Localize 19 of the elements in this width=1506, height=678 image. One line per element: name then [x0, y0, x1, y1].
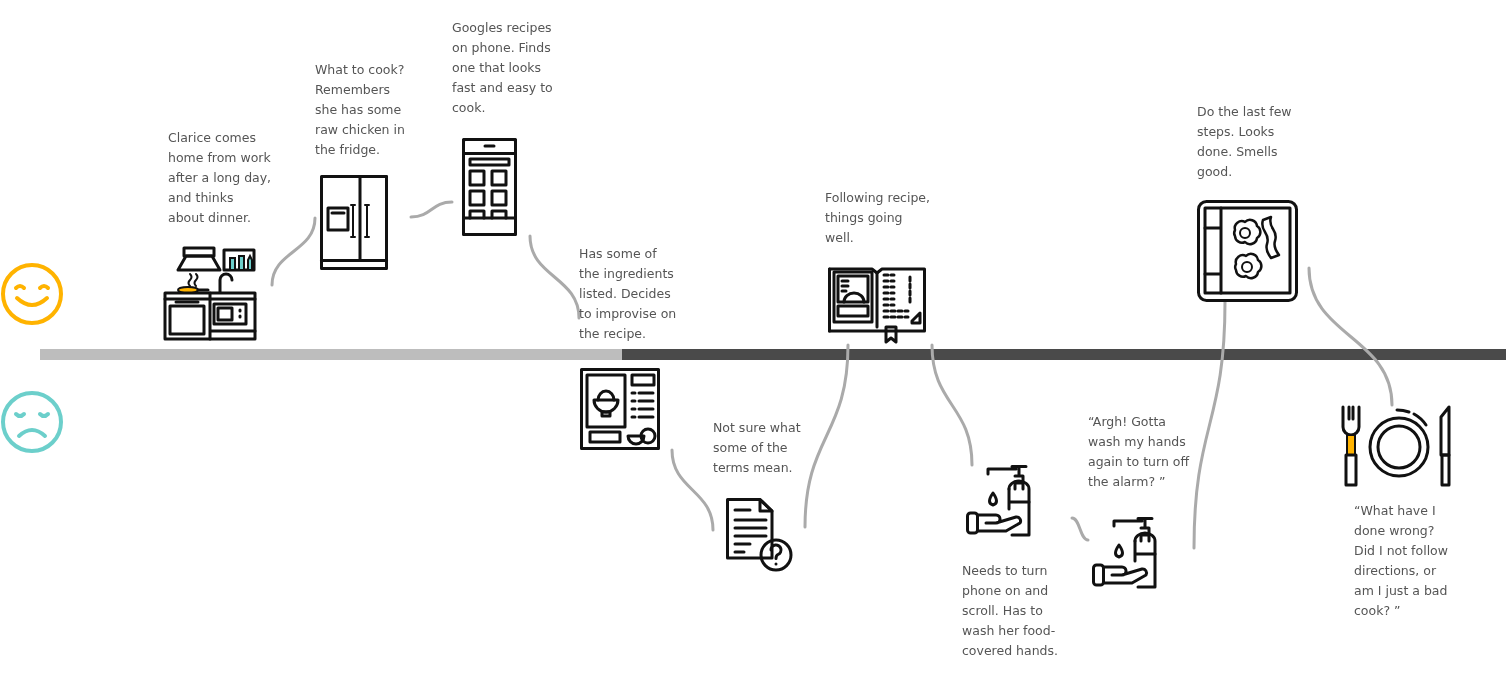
step-note: Has some of the ingredients listed. Decides to improvise on the recipe. [579, 245, 678, 343]
step-note: Needs to turn phone on and scroll. Has to wash her food-covered hands. [962, 562, 1059, 660]
connector-line [528, 234, 581, 320]
step-note: Following recipe, things going well. [825, 189, 931, 247]
connector-line [409, 200, 454, 219]
step-note: Do the last few steps. Looks done. Smells good. [1197, 103, 1293, 181]
connector-line [670, 448, 715, 532]
step-note: “What have I done wrong? Did I not follow directions, or am I just a bad cook? ” [1354, 502, 1449, 620]
step-note: “Argh! Gotta wash my hands again to turn off the alarm? ” [1088, 413, 1191, 491]
connector-line [1192, 300, 1227, 550]
connector-line [930, 343, 974, 467]
step-note: Googles recipes on phone. Finds one that looks fast and easy to cook. [452, 19, 554, 117]
connector-line [1070, 516, 1090, 542]
step-note: Clarice comes home from work after a long day, and thinks about dinner. [168, 129, 272, 227]
connector-line [803, 343, 850, 529]
step-note: Not sure what some of the terms mean. [713, 419, 802, 477]
connector-line [270, 216, 317, 287]
step-note: What to cook? Remembers she has some raw chicken in the fridge. [315, 61, 406, 159]
connector-line [1307, 266, 1394, 407]
